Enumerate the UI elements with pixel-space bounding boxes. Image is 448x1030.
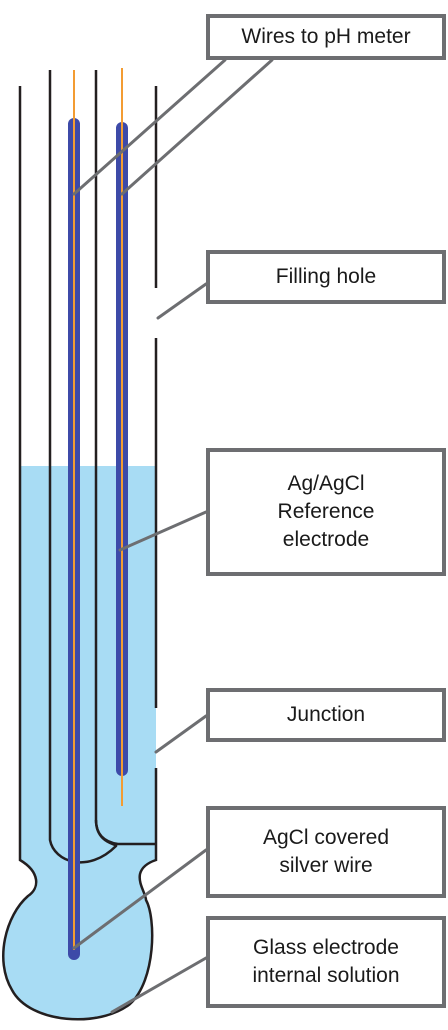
leader-lines — [72, 58, 274, 1014]
outer-glass-wall-left — [2, 86, 158, 1021]
leader-wires-2 — [120, 58, 274, 196]
inner-glass-tube-shoulder — [94, 819, 156, 846]
leader-reference — [118, 510, 208, 552]
leader-agcl-wire — [72, 848, 208, 950]
label-junction: Junction — [206, 688, 446, 742]
label-wires-to-ph-meter: Wires to pH meter — [206, 14, 446, 60]
label-filling-hole: Filling hole — [206, 250, 446, 304]
leader-filling-hole — [156, 282, 208, 320]
label-reference-electrode: Ag/AgCl Reference electrode — [206, 448, 446, 576]
leader-wires-1 — [72, 58, 227, 196]
label-glass-electrode-internal-solution: Glass electrode internal solution — [206, 916, 446, 1008]
leader-internal-solution — [110, 956, 208, 1014]
label-agcl-covered-silver-wire: AgCl covered silver wire — [206, 806, 446, 898]
leader-junction — [154, 714, 208, 754]
